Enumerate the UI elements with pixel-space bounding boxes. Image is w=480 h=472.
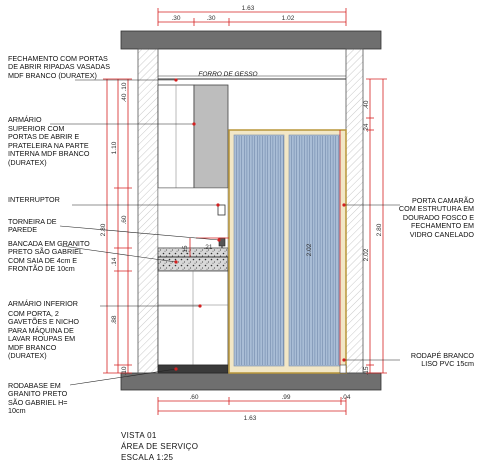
- leader-dots: [174, 78, 346, 371]
- leader-lines: [50, 79, 400, 386]
- granite-countertop: [157, 256, 229, 272]
- right-wall: [345, 48, 364, 374]
- left-wall: [137, 48, 159, 374]
- dim-top-c: 1.02: [282, 15, 295, 22]
- dim-right-total: 2.80: [376, 223, 383, 236]
- dim-door-height: 2.02: [306, 243, 313, 256]
- scale-title: ESCALA 1:25: [121, 453, 174, 462]
- light-switch: [217, 204, 226, 216]
- dim-right-b: .24: [363, 123, 370, 132]
- label-slatted-closure: FECHAMENTO COM PORTAS DE ABRIR RIPADAS V…: [8, 54, 110, 80]
- pvc-skirting: [339, 364, 347, 374]
- dim-right-base: .15: [363, 366, 370, 375]
- dim-tap-a: .15: [182, 245, 189, 254]
- glass-panel-right: [288, 134, 341, 367]
- view-title: VISTA 01: [121, 431, 157, 440]
- ceiling-slab: [120, 30, 382, 50]
- label-upper-cabinet-title: ARMÁRIO: [8, 115, 42, 124]
- dim-bottom-total: 1.63: [244, 415, 257, 422]
- dim-left-base: .10: [121, 366, 128, 375]
- area-title: ÁREA DE SERVIÇO: [121, 442, 199, 451]
- dim-left-ceiling: .10: [121, 82, 128, 91]
- dim-bottom-a: .60: [189, 394, 198, 401]
- dim-right-upper: .40: [363, 100, 370, 109]
- dim-bottom-c: .04: [341, 394, 350, 401]
- dim-top-b: .30: [206, 15, 215, 22]
- label-lower-cabinet: COM PORTA, 2 GAVETÕES E NICHO PARA MÁQUI…: [8, 309, 79, 361]
- dim-top-a: .30: [171, 15, 180, 22]
- label-countertop: BANCADA EM GRANITO PRETO SÃO GABRIEL COM…: [8, 239, 90, 274]
- gypsum-ceiling-label: FORRO DE GESSO: [198, 71, 257, 78]
- label-lower-cabinet-title: ARMÁRIO INFERIOR: [8, 299, 78, 308]
- upper-cabinet: [193, 84, 229, 189]
- label-switch: INTERRUPTOR: [8, 195, 60, 204]
- dim-left-outer: .40: [121, 93, 128, 102]
- granite-backsplash: [157, 247, 229, 258]
- label-granite-base: RODABASE EM GRANITO PRETO SÃO GABRIEL H=…: [8, 381, 68, 416]
- dim-right-door: 2.02: [363, 248, 370, 261]
- label-pocket-door: PORTA CAMARÃO COM ESTRUTURA EM DOURADO F…: [398, 196, 474, 239]
- dim-left-upper: 1.10: [111, 141, 118, 154]
- dim-left-counter: .14: [111, 257, 118, 266]
- label-skirting: RODAPÉ BRANCO LISO PVC 15cm: [410, 351, 474, 369]
- dim-left-mid: .60: [121, 215, 128, 224]
- dim-left-total: 2.80: [100, 223, 107, 236]
- label-upper-cabinet: SUPERIOR COM PORTAS DE ABRIR E PRATELEIR…: [8, 124, 90, 167]
- floor-slab: [120, 372, 382, 391]
- dimension-lines: [103, 8, 387, 415]
- dim-top-total: 1.63: [242, 5, 255, 12]
- dim-bottom-b: .99: [281, 394, 290, 401]
- dim-tap-b: .21: [203, 244, 212, 251]
- fluted-glass: [236, 136, 339, 365]
- granite-baseboard: [157, 364, 229, 374]
- label-wall-tap: TORNEIRA DE PAREDE: [8, 217, 57, 235]
- dim-left-lower: .88: [111, 315, 118, 324]
